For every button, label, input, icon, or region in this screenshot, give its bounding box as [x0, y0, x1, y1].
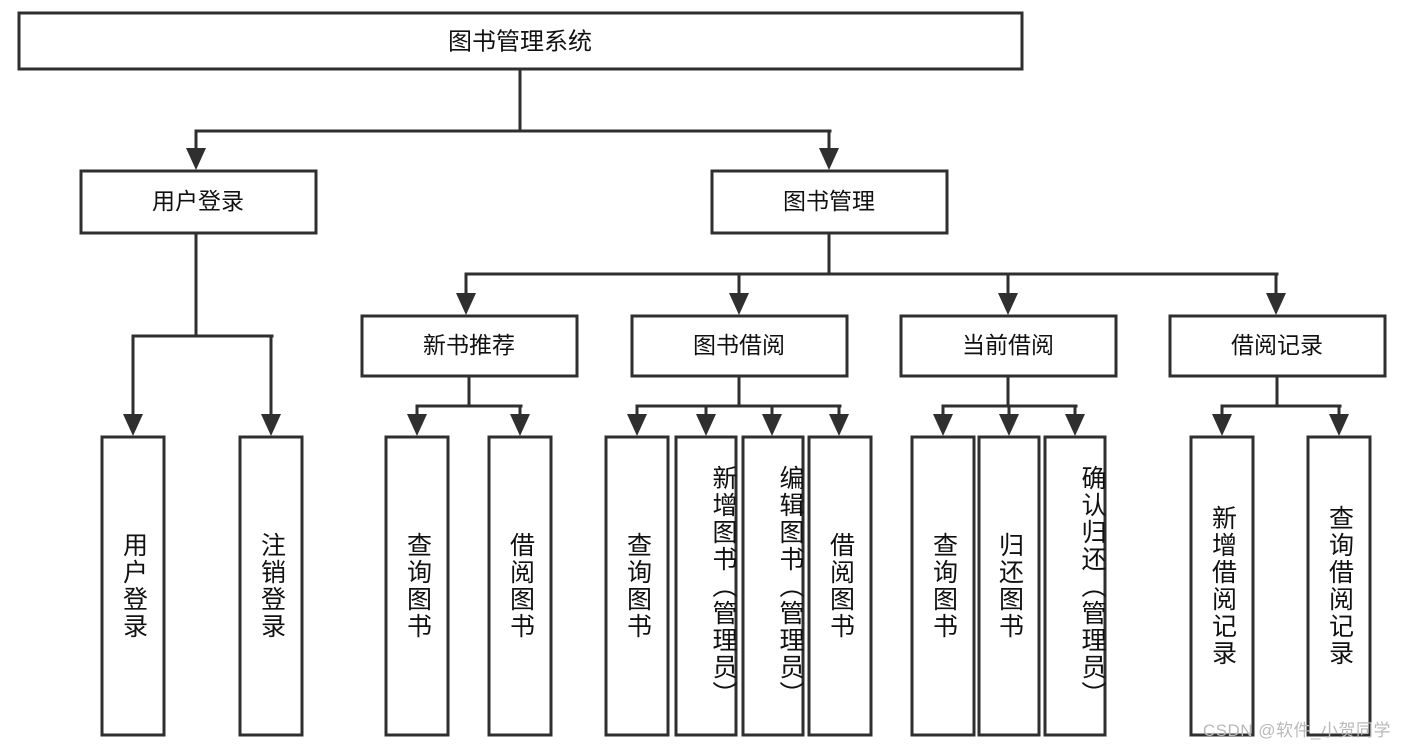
leaf-box-current-borrow-1[interactable]: [910, 435, 976, 737]
connector-currentborrow-to-leaves: [933, 374, 1085, 436]
connector-bookmgmt-to-level3: [456, 231, 1286, 315]
node-current-borrow[interactable]: 当前借阅: [899, 314, 1118, 378]
connector-bookborrow-to-leaves: [627, 374, 849, 436]
node-user-login-label: 用户登录: [152, 188, 244, 214]
leaf-box-user-login-2[interactable]: [238, 435, 304, 737]
node-book-borrow[interactable]: 图书借阅: [630, 314, 849, 378]
leaf-box-current-borrow-2[interactable]: [977, 435, 1041, 737]
leaf-box-current-borrow-3[interactable]: [1043, 435, 1107, 737]
csdn-watermark: CSDN @软件_小贺同学: [1202, 721, 1391, 740]
leaf-box-book-borrow-3[interactable]: [741, 435, 805, 737]
leaf-box-borrow-record-1[interactable]: [1189, 435, 1255, 737]
node-user-login[interactable]: 用户登录: [79, 169, 318, 235]
leaf-box-borrow-record-2[interactable]: [1306, 435, 1372, 737]
node-book-borrow-label: 图书借阅: [693, 332, 785, 358]
leaf-box-new-book-2[interactable]: [487, 435, 553, 737]
connector-newbook-to-leaves: [407, 374, 530, 436]
leaf-box-new-book-1[interactable]: [384, 435, 450, 737]
leaf-box-user-login-1[interactable]: [100, 435, 166, 737]
connector-userlogin-to-leaves: [123, 231, 281, 436]
node-new-book-recommend[interactable]: 新书推荐: [360, 314, 579, 378]
node-current-borrow-label: 当前借阅: [962, 332, 1054, 358]
node-borrow-record[interactable]: 借阅记录: [1168, 314, 1387, 378]
leaf-box-book-borrow-4[interactable]: [807, 435, 873, 737]
node-new-book-recommend-label: 新书推荐: [423, 332, 515, 358]
node-book-management-label: 图书管理: [783, 188, 875, 214]
connector-borrowrecord-to-leaves: [1212, 374, 1349, 436]
leaf-box-book-borrow-2[interactable]: [674, 435, 738, 737]
node-book-management[interactable]: 图书管理: [710, 169, 949, 235]
leaf-box-book-borrow-1[interactable]: [604, 435, 670, 737]
node-root-label: 图书管理系统: [448, 28, 592, 55]
connector-root-to-level2: [186, 67, 839, 170]
node-root[interactable]: 图书管理系统: [17, 11, 1024, 71]
node-borrow-record-label: 借阅记录: [1231, 332, 1323, 358]
